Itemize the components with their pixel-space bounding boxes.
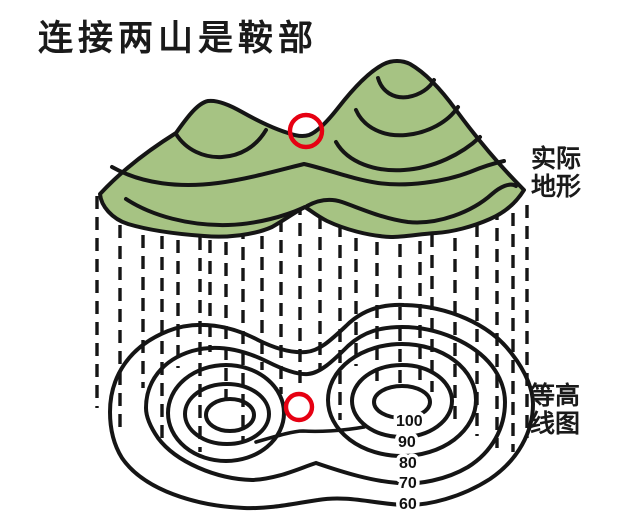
contour-right-90 — [350, 363, 454, 439]
terrain-3d-label-line1: 实际 — [531, 144, 581, 173]
contour-right-80 — [326, 342, 478, 458]
elevation-labels: 100 90 80 70 60 — [393, 410, 427, 517]
contour-3d-middle-fullwidth — [110, 159, 506, 188]
elevation-label-90: 90 — [398, 434, 416, 451]
elevation-label-60: 60 — [399, 496, 417, 513]
contour-3d-right-mid1 — [354, 105, 460, 138]
contour-3d-right-lower — [305, 182, 518, 225]
contour-60 — [107, 302, 536, 511]
contour-left-100 — [204, 397, 256, 433]
terrain-silhouette — [98, 59, 526, 239]
contour-right-100 — [372, 384, 432, 420]
contour-3d-right-mid2 — [334, 135, 482, 173]
contour-3d-right-cap — [376, 76, 436, 100]
contour-map-label-line1: 等高 — [530, 381, 580, 410]
elevation-label-80: 80 — [399, 455, 417, 472]
contour-saddle-connector — [254, 425, 366, 444]
contour-left-80 — [166, 363, 286, 463]
elevation-label-100: 100 — [396, 413, 423, 430]
contour-map-label-line2: 线图 — [530, 409, 580, 438]
contour-3d-left-upper — [174, 128, 268, 160]
page-title: 连接两山是鞍部 — [38, 19, 318, 58]
saddle-marker-3d — [287, 112, 325, 150]
elevation-label-70: 70 — [399, 475, 417, 492]
terrain-3d-label-line2: 地形 — [531, 173, 581, 201]
saddle-marker-2d — [283, 391, 315, 423]
terrain-3d — [98, 59, 526, 239]
contour-70 — [143, 324, 508, 486]
contour-map-label: 等高 线图 — [530, 381, 580, 438]
contour-left-90 — [183, 382, 271, 446]
contour-map-2d: 100 90 80 70 60 — [107, 302, 536, 517]
contour-3d-left-lower — [124, 197, 305, 228]
terrain-3d-label: 实际 地形 — [531, 144, 581, 201]
